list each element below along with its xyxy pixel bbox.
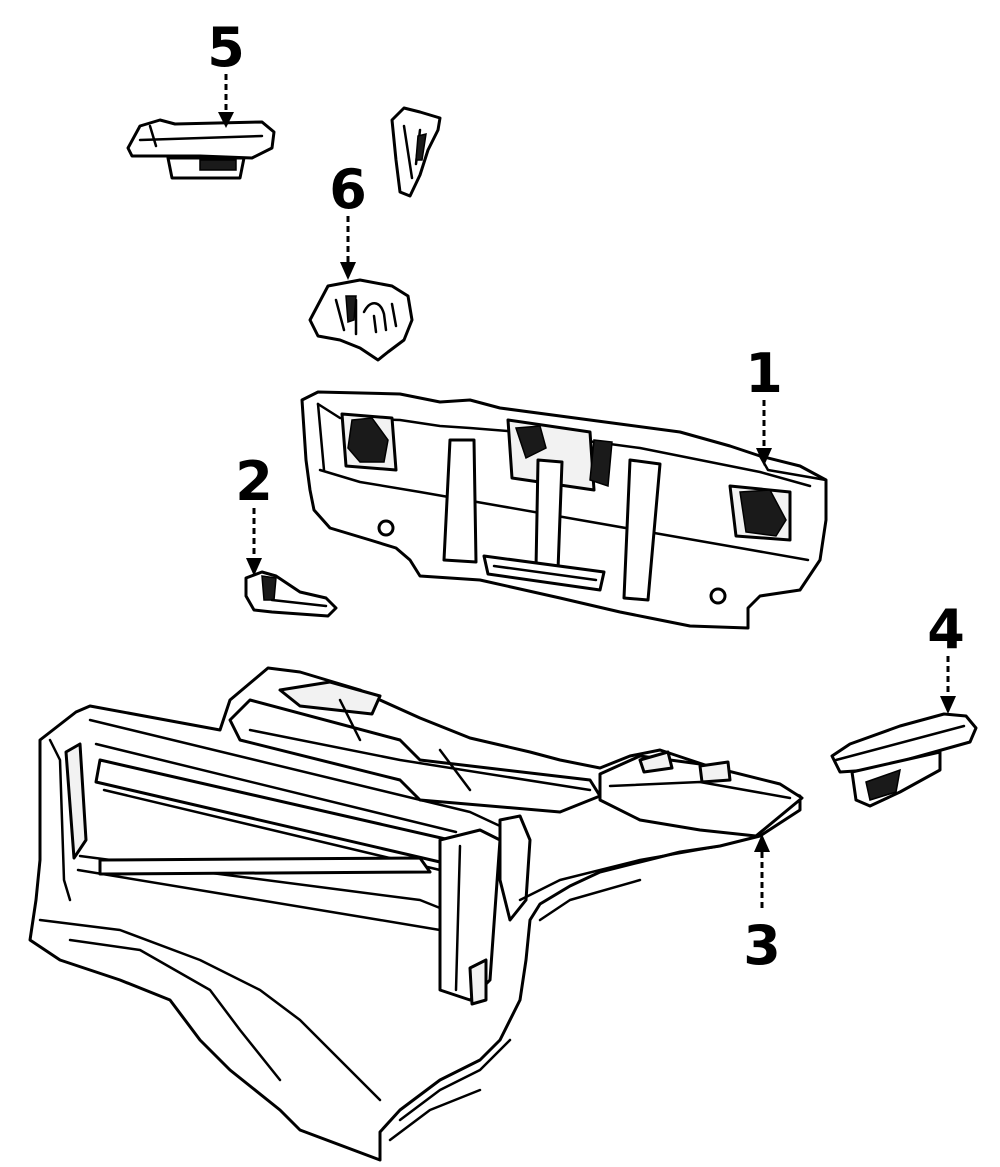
callout-2: 2 bbox=[235, 450, 273, 576]
callout-label-2: 2 bbox=[235, 450, 273, 513]
callout-label-3: 3 bbox=[743, 914, 781, 977]
callout-label-5: 5 bbox=[207, 16, 245, 79]
callout-1: 1 bbox=[745, 342, 783, 466]
part-6-bracket bbox=[308, 278, 414, 362]
callout-label-1: 1 bbox=[745, 342, 783, 405]
callout-4: 4 bbox=[927, 598, 965, 714]
callout-label-6: 6 bbox=[329, 158, 367, 221]
clip-part bbox=[390, 106, 442, 198]
part-5-bracket bbox=[126, 118, 276, 180]
part-1-rear-panel bbox=[300, 390, 828, 630]
part-3-floor-pan bbox=[28, 666, 804, 1162]
callout-label-4: 4 bbox=[927, 598, 965, 661]
part-4-bracket bbox=[830, 712, 978, 808]
callout-3: 3 bbox=[743, 834, 781, 977]
part-2-bracket bbox=[244, 570, 338, 618]
callout-6: 6 bbox=[329, 158, 367, 280]
callout-5: 5 bbox=[207, 16, 245, 128]
